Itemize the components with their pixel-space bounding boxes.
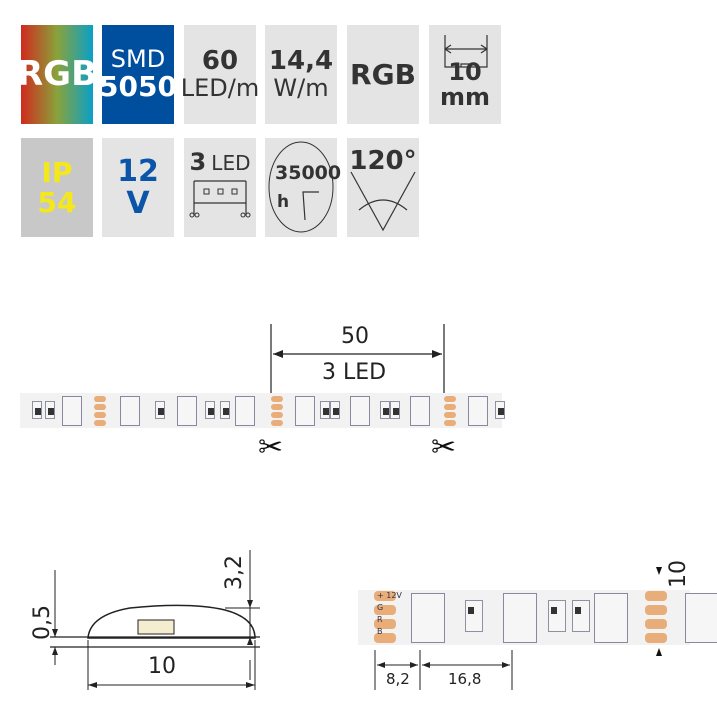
cut-unit-tile: 3 LED [184,138,256,237]
led-chip [410,396,430,426]
width-icon [444,35,488,68]
beam-angle-icon [350,171,416,232]
resistor [390,401,400,419]
beam-angle-tile: 120° [347,138,419,237]
color-type-tile: RGB [347,25,419,124]
solder-pad [94,412,106,418]
solder-pad [374,633,396,643]
smd-label: SMD [110,45,166,74]
color-type: RGB [350,57,416,91]
rgb-tile: RGB [17,25,97,124]
power-tile: 14,4 W/m [265,25,337,124]
height-label: 3,2 [222,555,247,590]
width-label: 10 [148,654,176,679]
resistor [220,401,230,419]
smd-value: 5050 [99,70,177,104]
resistor [32,401,42,419]
ip-value: 54 [37,185,77,219]
led-chip [503,593,537,643]
solder-pad [645,591,667,601]
strip-width-label: 10 [666,560,691,588]
cut-unit: LED [211,151,251,175]
pitch-b-label: 16,8 [448,670,482,688]
resistor [380,401,390,419]
cross-section-diagram [50,550,260,690]
solder-pad [444,420,456,426]
power-unit: W/m [273,73,329,102]
led-unit: LED/m [180,73,260,102]
solder-pad [374,605,396,615]
width-value: 10 mm [439,57,490,111]
resistor [548,600,566,632]
resistor [495,401,505,419]
solder-pad [94,420,106,426]
led-chip [235,396,255,426]
led-chip [62,396,82,426]
led-density-tile: 60 LED/m [180,25,260,124]
solder-pad [645,633,667,643]
solder-pad [271,396,283,402]
resistor [330,401,340,419]
led-chip [685,593,717,643]
power-value: 14,4 [268,46,334,77]
led-chip [120,396,140,426]
led-chip [350,396,370,426]
ip-label: IP [41,156,73,190]
ip-tile: IP 54 [21,138,93,237]
cut-count: 3 [189,148,207,176]
scissors-icon: ✂ [431,430,457,465]
lifetime-tile: 35000 h [265,138,341,237]
voltage-value: 12 V [117,154,159,221]
led-strip-detail [358,590,717,645]
clock-icon [268,141,334,233]
led-count: 60 [201,46,239,77]
resistor [465,600,483,632]
solder-pad [94,404,106,410]
segment-dimension [270,324,445,398]
lifetime-value: 35000 [275,162,342,184]
solder-pad [271,412,283,418]
solder-pad [271,420,283,426]
resistor [205,401,215,419]
solder-pad [271,404,283,410]
solder-pad [444,404,456,410]
smd-tile: SMD 5050 [99,25,177,124]
solder-pad [645,605,667,615]
solder-pad [444,412,456,418]
solder-pad [94,396,106,402]
solder-pad [444,396,456,402]
segment-leds-label: 3 LED [322,360,387,385]
resistor [320,401,330,419]
rgb-label: RGB [17,53,98,94]
solder-pad [645,619,667,629]
scissors-icon: ✂ [258,430,284,465]
pitch-a-label: 8,2 [386,670,410,688]
strip-scissors-icon [189,180,251,218]
solder-pad [374,619,396,629]
resistor [155,401,165,419]
led-chip [468,396,488,426]
voltage-tile: 12 V [102,138,174,237]
width-tile: 10 mm [429,25,501,124]
led-chip [411,593,445,643]
detail-dimensions [374,567,662,690]
segment-length-label: 50 [341,324,369,349]
lifetime-unit: h [277,192,290,212]
led-strip-top-view [20,393,505,428]
resistor [572,600,590,632]
solder-pad [374,591,396,601]
led-chip [177,396,197,426]
led-chip [295,396,315,426]
thickness-label: 0,5 [30,605,55,640]
led-chip [594,593,628,643]
resistor [45,401,55,419]
angle-value: 120° [349,146,417,176]
